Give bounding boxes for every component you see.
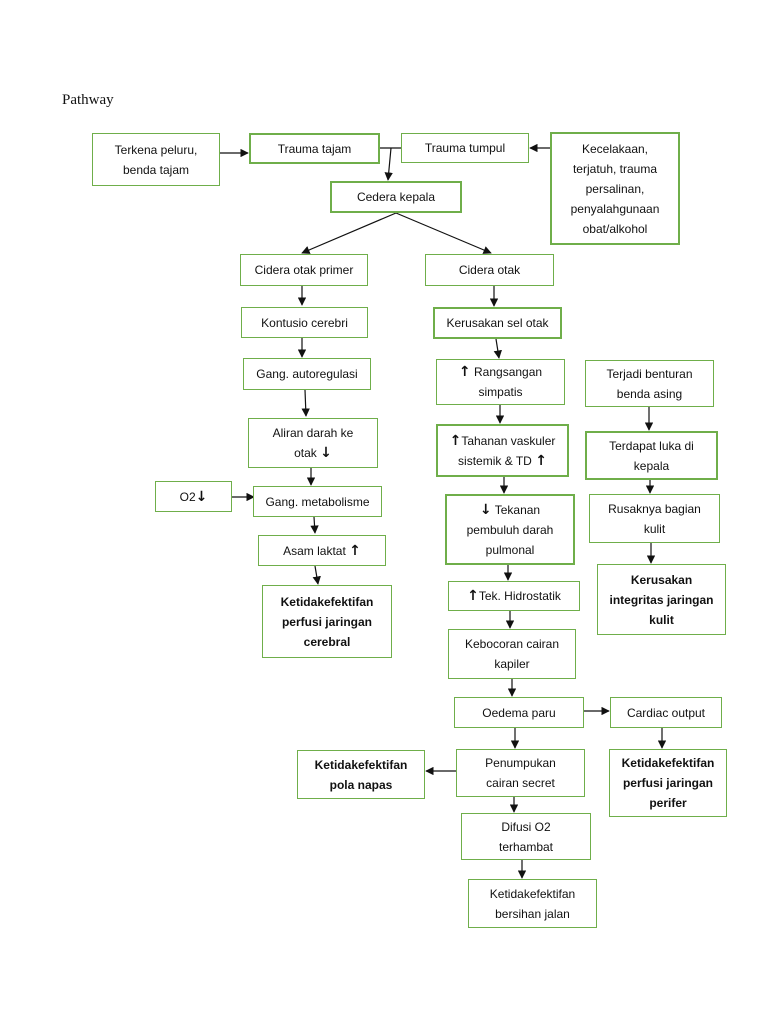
node-gang-metabolisme: Gang. metabolisme <box>253 486 382 517</box>
edge-metab-asam <box>310 516 319 534</box>
arrow-up-icon: ↑ <box>458 364 471 380</box>
node-kerusakan-sel-otak: Kerusakan sel otak <box>433 307 562 339</box>
node-aliran-darah-label: Aliran darah ke otak <box>272 426 354 460</box>
node-ketidakefektifan-perifer: Ketidakefektifan perfusi jaringan perife… <box>609 749 727 817</box>
arrow-up-icon: ↑ <box>467 588 479 604</box>
node-gang-autoregulasi-label: Gang. autoregulasi <box>256 367 358 381</box>
node-tekanan-pembuluh: ↓ Tekanan pembuluh darah pulmonal <box>445 494 575 565</box>
node-gang-autoregulasi: Gang. autoregulasi <box>243 358 371 390</box>
node-ketidakefektifan-pola-napas: Ketidakefektifan pola napas <box>297 750 425 799</box>
node-cedera-kepala-label: Cedera kepala <box>356 190 436 204</box>
node-kebocoran-cairan-label: Kebocoran cairan kapiler <box>464 637 560 671</box>
node-o2-label: O2 <box>179 489 196 504</box>
node-difusi-o2-label: Difusi O2 terhambat <box>498 819 554 854</box>
node-rusaknya-kulit-label: Rusaknya bagian kulit <box>608 501 701 536</box>
node-trauma-tumpul-label: Trauma tumpul <box>424 141 506 155</box>
node-rusaknya-kulit: Rusaknya bagian kulit <box>589 494 720 543</box>
node-kecelakaan-label: Kecelakaan, terjatuh, trauma persalinan,… <box>570 141 660 236</box>
arrow-up-icon: ↑ <box>535 452 547 469</box>
node-aliran-darah: Aliran darah ke otak ↓ <box>248 418 378 468</box>
node-penumpukan-cairan: Penumpukan cairan secret <box>456 749 585 797</box>
node-ketidakefektifan-jalan-napas: Ketidakefektifan bersihan jalan <box>468 879 597 928</box>
node-kecelakaan: Kecelakaan, terjatuh, trauma persalinan,… <box>550 132 680 245</box>
node-ketidakefektifan-pola-napas-label: Ketidakefektifan pola napas <box>314 757 408 792</box>
arrow-down-icon: ↓ <box>195 488 208 505</box>
node-rangsangan-simpatis: ↑ Rangsangan simpatis <box>436 359 565 405</box>
node-terkena-peluru-label: Terkena peluru, benda tajam <box>114 142 198 177</box>
node-kerusakan-integritas: Kerusakan integritas jaringan kulit <box>597 564 726 635</box>
node-cardiac-output-label: Cardiac output <box>626 705 706 720</box>
node-terdapat-luka-label: Terdapat luka di kepala <box>609 438 694 473</box>
edge-asam-cerebral <box>312 565 321 585</box>
node-kontusio-cerebri-label: Kontusio cerebri <box>261 315 348 330</box>
edge-autoreg-aliran <box>301 389 310 417</box>
node-cidera-otak-primer: Cidera otak primer <box>240 254 368 286</box>
node-cedera-kepala: Cedera kepala <box>330 181 462 213</box>
node-tekanan-pembuluh-content: ↓ Tekanan pembuluh darah pulmonal <box>467 500 554 560</box>
node-tek-hidrostatik-label: Tek. Hidrostatik <box>478 589 561 603</box>
node-aliran-darah-content: Aliran darah ke otak ↓ <box>273 423 354 463</box>
node-o2-content: O2↓ <box>180 487 208 507</box>
node-terkena-peluru: Terkena peluru, benda tajam <box>92 133 220 186</box>
node-tahanan-vaskuler: ↑Tahanan vaskuler sistemik & TD ↑ <box>436 424 569 477</box>
arrow-down-icon: ↓ <box>320 445 332 461</box>
arrow-up-icon: ↑ <box>349 542 361 559</box>
node-cardiac-output: Cardiac output <box>610 697 722 728</box>
node-rangsangan-simpatis-content: ↑ Rangsangan simpatis <box>459 362 542 402</box>
node-gang-metabolisme-label: Gang. metabolisme <box>265 494 370 509</box>
node-trauma-tajam: Trauma tajam <box>249 133 380 164</box>
node-terjadi-benturan-label: Terjadi benturan benda asing <box>606 366 693 401</box>
arrow-down-icon: ↓ <box>479 501 492 518</box>
node-tekanan-pembuluh-label: Tekanan pembuluh darah pulmonal <box>466 502 554 557</box>
node-trauma-tajam-label: Trauma tajam <box>277 141 352 156</box>
node-cidera-otak: Cidera otak <box>425 254 554 286</box>
node-tahanan-vaskuler-content: ↑Tahanan vaskuler sistemik & TD ↑ <box>450 431 556 471</box>
node-kerusakan-sel-otak-label: Kerusakan sel otak <box>446 316 549 330</box>
edge-kerusakan-rangsangan <box>493 338 502 359</box>
node-ketidakefektifan-perifer-label: Ketidakefektifan perfusi jaringan perife… <box>621 756 715 810</box>
node-trauma-tumpul: Trauma tumpul <box>401 133 529 163</box>
node-asam-laktat-label: Asam laktat <box>283 543 346 558</box>
node-ketidakefektifan-cerebral-label: Ketidakefektifan perfusi jaringan cerebr… <box>280 594 374 649</box>
edge-cedera-otak <box>395 212 492 254</box>
arrow-up-icon: ↑ <box>449 432 462 449</box>
node-tek-hidrostatik: ↑Tek. Hidrostatik <box>448 581 580 611</box>
edge-cedera-primer <box>301 212 397 254</box>
node-asam-laktat-content: Asam laktat ↑ <box>283 541 361 561</box>
node-tahanan-vaskuler-label: Tahanan vaskuler sistemik & TD <box>458 433 556 468</box>
node-rangsangan-simpatis-label: Rangsangan simpatis <box>474 365 543 399</box>
node-terdapat-luka: Terdapat luka di kepala <box>585 431 718 480</box>
node-kontusio-cerebri: Kontusio cerebri <box>241 307 368 338</box>
node-tek-hidrostatik-content: ↑Tek. Hidrostatik <box>467 586 561 606</box>
node-kebocoran-cairan: Kebocoran cairan kapiler <box>448 629 576 679</box>
node-cidera-otak-primer-label: Cidera otak primer <box>254 263 354 277</box>
node-cidera-otak-label: Cidera otak <box>458 263 521 277</box>
node-o2: O2↓ <box>155 481 232 512</box>
node-oedema-paru: Oedema paru <box>454 697 584 728</box>
node-terjadi-benturan: Terjadi benturan benda asing <box>585 360 714 407</box>
node-asam-laktat: Asam laktat ↑ <box>258 535 386 566</box>
node-oedema-paru-label: Oedema paru <box>482 705 556 720</box>
node-difusi-o2: Difusi O2 terhambat <box>461 813 591 860</box>
page-title: Pathway <box>62 92 114 108</box>
node-ketidakefektifan-jalan-napas-label: Ketidakefektifan bersihan jalan <box>489 886 576 921</box>
node-kerusakan-integritas-label: Kerusakan integritas jaringan kulit <box>609 572 714 627</box>
node-penumpukan-cairan-label: Penumpukan cairan secret <box>485 756 556 790</box>
node-ketidakefektifan-cerebral: Ketidakefektifan perfusi jaringan cerebr… <box>262 585 392 658</box>
edge-join-cedera <box>384 147 393 181</box>
